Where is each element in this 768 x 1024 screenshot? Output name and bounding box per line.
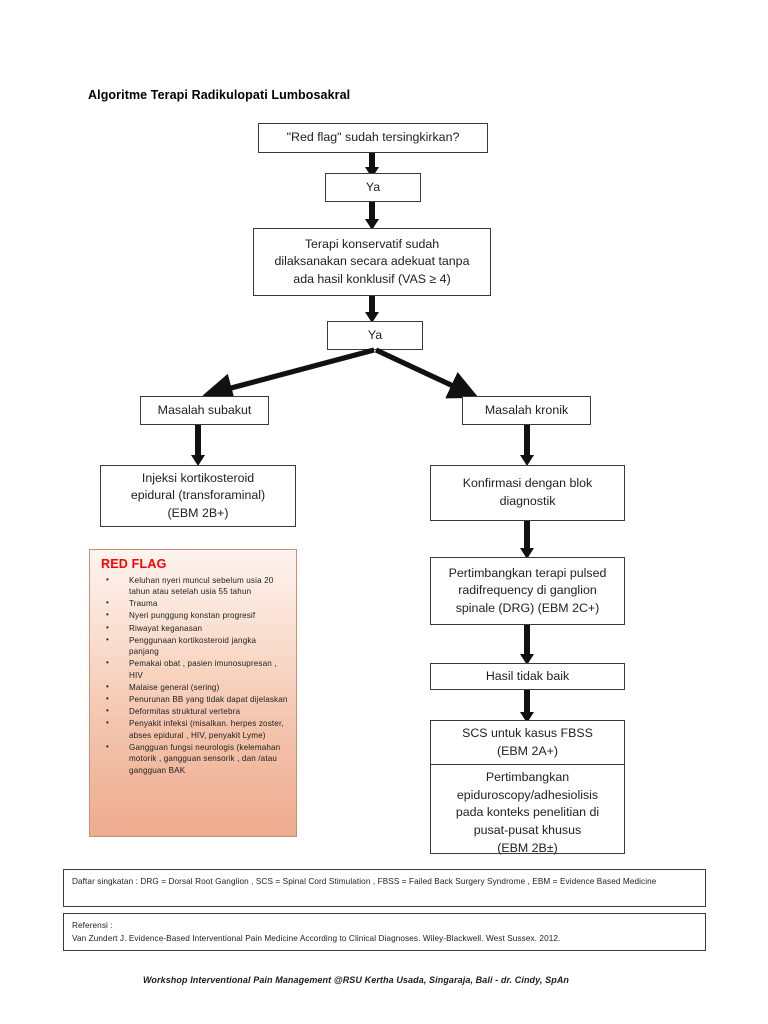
- node-red-flag-question: "Red flag" sudah tersingkirkan?: [258, 123, 488, 153]
- footer-notes: Daftar singkatan : DRG = Dorsal Root Gan…: [63, 869, 706, 951]
- arrow-shaft-1: [369, 153, 375, 169]
- reference-text: Van Zundert J. Evidence-Based Interventi…: [72, 934, 561, 944]
- node-scs-epiduroscopy-group: SCS untuk kasus FBSS (EBM 2A+) Pertimban…: [430, 720, 625, 855]
- arrow-shaft-konfirmasi: [524, 521, 530, 551]
- node-injeksi-line2: epidural (transforaminal): [130, 488, 266, 503]
- node-ya-second-text: Ya: [367, 327, 383, 342]
- red-flag-item: Riwayat keganasan: [99, 622, 288, 635]
- node-injeksi-kortikosteroid: Injeksi kortikosteroid epidural (transfo…: [100, 465, 296, 527]
- node-masalah-subakut: Masalah subakut: [140, 396, 269, 425]
- arrow-shaft-kronik: [524, 425, 530, 457]
- branch-arrow-right: [374, 347, 479, 399]
- node-epiduroscopy: Pertimbangkan epiduroscopy/adhesiolisis …: [431, 765, 624, 861]
- arrow-head-subakut: [190, 455, 205, 466]
- branch-arrow-left: [202, 347, 375, 402]
- node-prf-line2: radifrequency di ganglion: [458, 583, 597, 598]
- node-epiduroscopy-line3: pada konteks penelitian di: [455, 805, 600, 820]
- red-flag-item: Nyeri punggung konstan progresif: [99, 609, 288, 622]
- reference-box: Referensi : Van Zundert J. Evidence-Base…: [63, 913, 706, 951]
- arrow-head-konfirmasi: [519, 548, 534, 559]
- node-epiduroscopy-line5: (EBM 2B±): [497, 840, 558, 855]
- node-konfirmasi-line2: diagnostik: [499, 494, 556, 508]
- page-title: Algoritme Terapi Radikulopati Lumbosakra…: [88, 88, 351, 102]
- node-hasil-tidak-baik: Hasil tidak baik: [430, 663, 625, 690]
- node-epiduroscopy-line4: pusat-pusat khusus: [473, 823, 582, 838]
- red-flag-item: Gangguan fungsi neurologis (kelemahan mo…: [99, 741, 288, 777]
- arrow-shaft-hasil: [524, 690, 530, 715]
- red-flag-item: Penurunan BB yang tidak dapat dijelaskan: [99, 693, 288, 706]
- node-epiduroscopy-line1: Pertimbangkan: [485, 770, 570, 785]
- node-injeksi-line1: Injeksi kortikosteroid: [141, 470, 255, 485]
- node-ya-first-text: Ya: [365, 179, 381, 194]
- red-flag-item: Trauma: [99, 597, 288, 610]
- abbreviations-box: Daftar singkatan : DRG = Dorsal Root Gan…: [63, 869, 706, 907]
- red-flag-item: Penyakit infeksi (misalkan. herpes zoste…: [99, 717, 288, 741]
- node-injeksi-line3: (EBM 2B+): [167, 505, 229, 520]
- arrow-shaft-3: [369, 296, 375, 315]
- red-flag-item: Deformitas struktural vertebra: [99, 705, 288, 718]
- arrow-shaft-prf: [524, 625, 530, 657]
- node-konfirmasi-line1: Konfirmasi dengan blok: [462, 476, 593, 491]
- footer-credit: Workshop Interventional Pain Management …: [142, 975, 570, 985]
- red-flag-title: RED FLAG: [101, 557, 167, 571]
- red-flag-panel: RED FLAG Keluhan nyeri muncul sebelum us…: [89, 549, 297, 837]
- node-hasil-tidak-baik-text: Hasil tidak baik: [485, 668, 570, 683]
- node-scs-line1: SCS untuk kasus FBSS: [462, 726, 593, 740]
- arrow-head-1: [364, 167, 379, 178]
- arrow-head-2: [364, 219, 379, 230]
- node-scs-fbss: SCS untuk kasus FBSS (EBM 2A+): [431, 721, 624, 766]
- arrow-head-hasil: [519, 712, 534, 723]
- node-prf-line3: spinale (DRG) (EBM 2C+): [455, 600, 600, 615]
- node-terapi-konservatif: Terapi konservatif sudah dilaksanakan se…: [253, 228, 491, 296]
- node-terapi-konservatif-line2: dilaksanakan secara adekuat tanpa: [274, 254, 470, 269]
- node-ya-second: Ya: [327, 321, 423, 350]
- node-terapi-konservatif-line1: Terapi konservatif sudah: [304, 236, 440, 251]
- arrow-shaft-subakut: [195, 425, 201, 457]
- red-flag-item: Penggunaan kortikosteroid jangka panjang: [99, 634, 288, 658]
- node-konfirmasi-blok-diagnostik: Konfirmasi dengan blok diagnostik: [430, 465, 625, 521]
- node-scs-line2: (EBM 2A+): [497, 743, 558, 758]
- node-ya-first: Ya: [325, 173, 421, 202]
- node-masalah-kronik: Masalah kronik: [462, 396, 591, 425]
- node-masalah-kronik-text: Masalah kronik: [484, 402, 569, 417]
- red-flag-item: Keluhan nyeri muncul sebelum usia 20 tah…: [99, 574, 288, 598]
- node-terapi-konservatif-line3: ada hasil konklusif (VAS ≥ 4): [293, 271, 451, 286]
- reference-label: Referensi :: [72, 921, 113, 930]
- arrow-head-3: [364, 312, 379, 323]
- red-flag-item: Pemakai obat , pasien imunosupresan , HI…: [99, 657, 288, 681]
- arrow-head-kronik: [519, 455, 534, 466]
- node-masalah-subakut-text: Masalah subakut: [157, 402, 252, 417]
- red-flag-item: Malaise general (sering): [99, 681, 288, 694]
- node-prf-line1: Pertimbangkan terapi pulsed: [448, 565, 607, 580]
- red-flag-list: Keluhan nyeri muncul sebelum usia 20 tah…: [99, 574, 288, 777]
- node-epiduroscopy-line2: epiduroscopy/adhesiolisis: [456, 787, 599, 802]
- node-pulsed-radiofrequency: Pertimbangkan terapi pulsed radifrequenc…: [430, 557, 625, 625]
- node-red-flag-question-text: "Red flag" sudah tersingkirkan?: [286, 130, 460, 145]
- abbreviations-text: Daftar singkatan : DRG = Dorsal Root Gan…: [72, 877, 657, 886]
- arrow-shaft-2: [369, 202, 375, 221]
- arrow-head-prf: [519, 654, 534, 665]
